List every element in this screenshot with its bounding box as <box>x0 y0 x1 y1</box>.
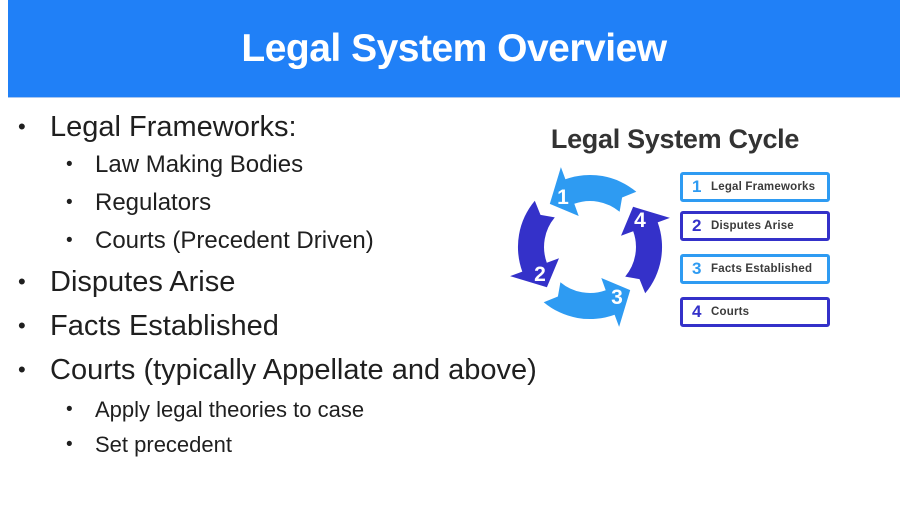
cycle-arrows-diagram: 1 2 3 4 <box>510 167 670 327</box>
legend-item-courts: 4 Courts <box>680 297 830 327</box>
bullet-subitem: Law Making Bodies <box>0 146 620 184</box>
slide-header-bar: Legal System Overview <box>8 0 900 98</box>
legend-label: Disputes Arise <box>711 220 794 232</box>
bullet-subitem: Set precedent <box>0 427 620 462</box>
cycle-step-number-1: 1 <box>557 186 569 209</box>
slide-title: Legal System Overview <box>241 26 667 70</box>
legend-item-disputes-arise: 2 Disputes Arise <box>680 211 830 241</box>
bullet-item: Facts Established <box>0 304 620 348</box>
legend-label: Facts Established <box>711 263 813 275</box>
legend-number: 2 <box>692 216 702 235</box>
bullet-item: Courts (typically Appellate and above) <box>0 348 620 392</box>
cycle-step-number-4: 4 <box>634 209 646 232</box>
bullet-subitem: Courts (Precedent Driven) <box>0 222 620 260</box>
legend-item-facts-established: 3 Facts Established <box>680 254 830 284</box>
legend-label: Courts <box>711 306 750 318</box>
legend-item-legal-frameworks: 1 Legal Frameworks <box>680 172 830 202</box>
cycle-step-number-2: 2 <box>534 263 546 286</box>
legend-number: 3 <box>692 259 702 278</box>
bullet-outline: Legal Frameworks: Law Making Bodies Regu… <box>0 100 620 462</box>
bullet-subitem: Regulators <box>0 184 620 222</box>
bullet-item: Legal Frameworks: <box>0 108 620 146</box>
diagram-title: Legal System Cycle <box>550 124 800 154</box>
cycle-step-number-3: 3 <box>611 286 623 309</box>
bullet-subitem: Apply legal theories to case <box>0 392 620 427</box>
legend-number: 4 <box>692 302 702 321</box>
bullet-item: Disputes Arise <box>0 260 620 304</box>
legend-label: Legal Frameworks <box>711 181 816 193</box>
legend-number: 1 <box>692 177 702 196</box>
